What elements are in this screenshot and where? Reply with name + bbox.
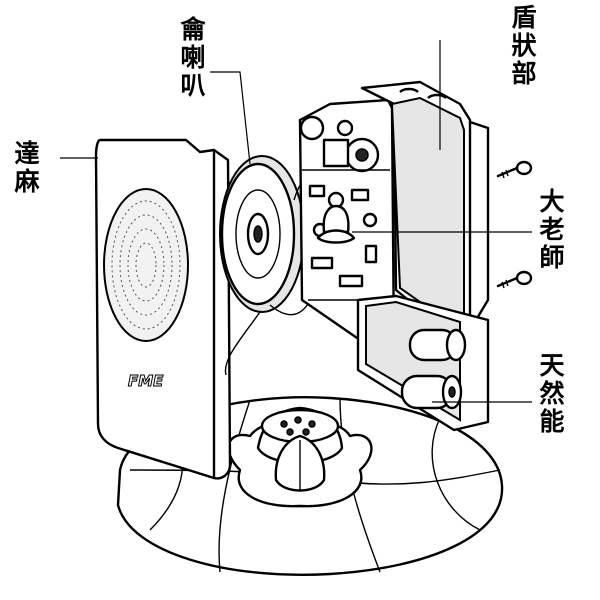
brand-logo: FME bbox=[128, 372, 164, 390]
label-speaker: 龠 喇 叭 bbox=[180, 15, 206, 100]
screw-top bbox=[496, 160, 533, 179]
battery-compartment bbox=[356, 294, 490, 432]
shield-back-case bbox=[360, 80, 490, 332]
speaker-grille bbox=[103, 188, 189, 342]
speaker-cone bbox=[219, 155, 305, 313]
battery-lower bbox=[400, 374, 463, 410]
label-energy: 天 然 能 bbox=[539, 351, 565, 436]
label-master: 大 老 師 bbox=[539, 187, 565, 272]
master-figure bbox=[316, 191, 356, 244]
battery-upper bbox=[408, 328, 467, 362]
circuit-board bbox=[298, 98, 396, 352]
front-housing: FME bbox=[94, 138, 232, 480]
label-shield: 盾 狀 部 bbox=[511, 3, 537, 88]
lotus-flower bbox=[227, 406, 373, 508]
leader-lines bbox=[60, 40, 532, 403]
label-darma: 達 麻 bbox=[14, 139, 40, 196]
screw-bottom bbox=[496, 270, 533, 289]
